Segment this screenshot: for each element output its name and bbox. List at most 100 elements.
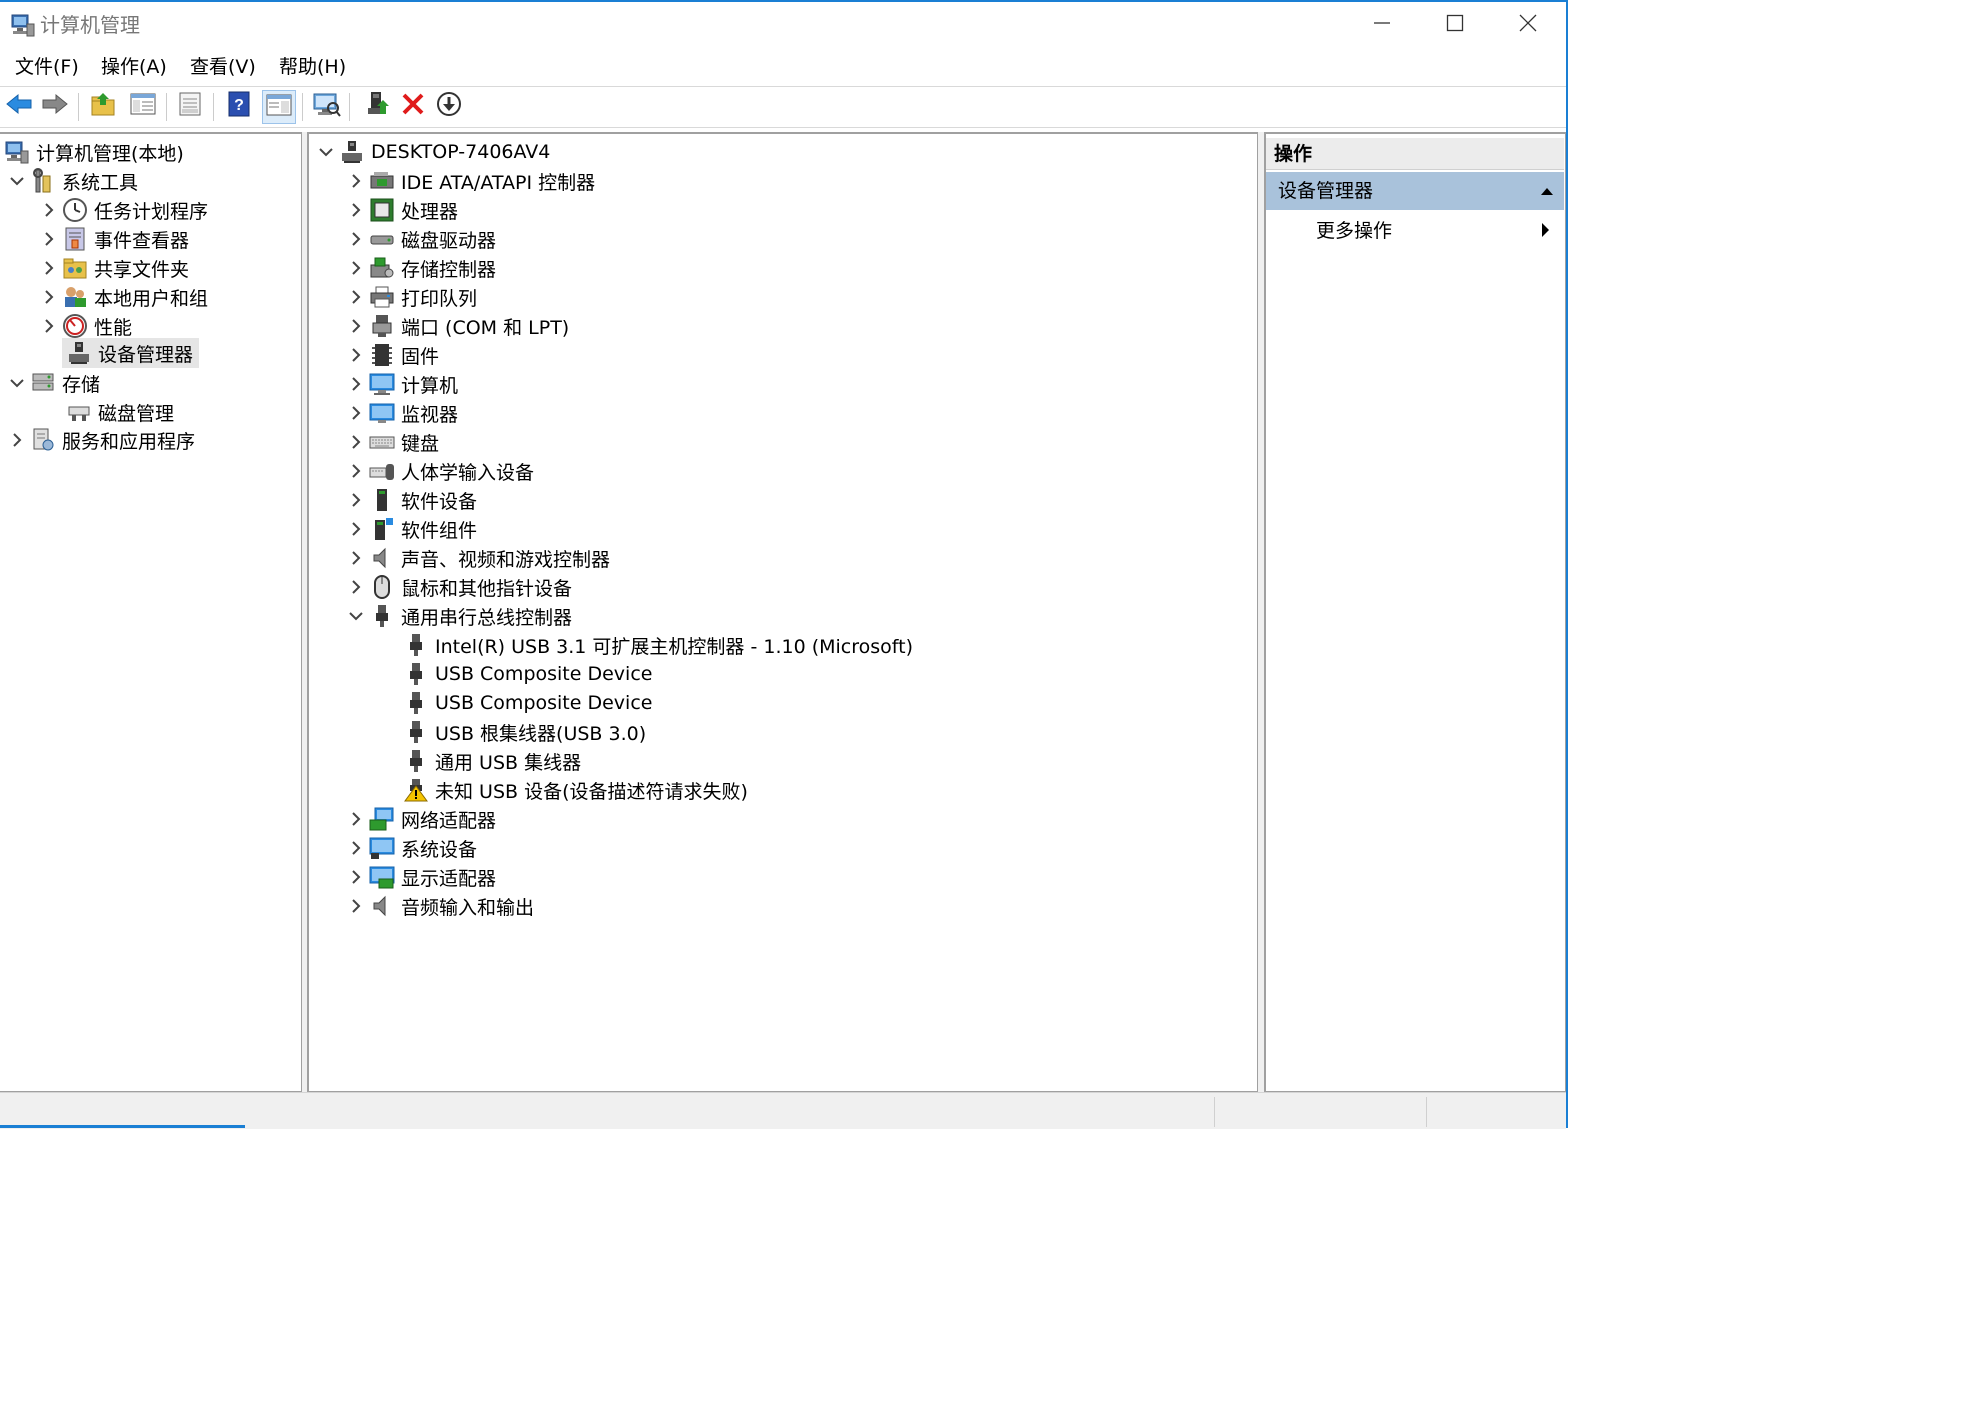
device-category[interactable]: 固件 [347,341,439,369]
chevron-right-icon[interactable] [347,892,365,920]
chevron-down-icon[interactable] [317,138,335,166]
device-category[interactable]: 键盘 [347,428,439,456]
chevron-right-icon[interactable] [40,225,58,253]
forward-button[interactable] [40,91,70,121]
chevron-right-icon[interactable] [347,544,365,572]
device-category[interactable]: 端口 (COM 和 LPT) [347,312,569,340]
device-category[interactable]: 存储控制器 [347,254,496,282]
menu-action[interactable]: 操作(A) [101,56,167,78]
chevron-right-icon[interactable] [347,370,365,398]
chevron-right-icon[interactable] [347,196,365,224]
chevron-down-icon[interactable] [347,602,365,630]
usb-device-item[interactable]: USB Composite Device [399,689,652,717]
chevron-right-icon[interactable] [347,863,365,891]
usb-device-item[interactable]: 通用 USB 集线器 [399,747,581,775]
device-category-usb[interactable]: 通用串行总线控制器 [347,602,572,630]
device-category[interactable]: 系统设备 [347,834,477,862]
up-folder-button[interactable] [88,91,118,121]
tree-item-event-viewer[interactable]: 事件查看器 [40,225,189,253]
chevron-right-icon[interactable] [347,341,365,369]
chevron-right-icon[interactable] [8,426,26,454]
tree-item-local-users-groups[interactable]: 本地用户和组 [40,283,208,311]
device-category[interactable]: 打印队列 [347,283,477,311]
chevron-down-icon[interactable] [8,369,26,397]
chevron-right-icon[interactable] [347,399,365,427]
disable-device-button[interactable] [434,91,464,121]
usb-device-item[interactable]: USB 根集线器(USB 3.0) [399,718,646,746]
tree-item-services-apps[interactable]: 服务和应用程序 [8,426,195,454]
usb-device-item-unknown[interactable]: 未知 USB 设备(设备描述符请求失败) [399,776,748,804]
device-category[interactable]: 计算机 [347,370,458,398]
back-button[interactable] [4,91,34,121]
device-category[interactable]: 声音、视频和游戏控制器 [347,544,610,572]
device-category[interactable]: IDE ATA/ATAPI 控制器 [347,167,595,195]
menu-file[interactable]: 文件(F) [15,56,79,78]
chevron-right-icon[interactable] [347,805,365,833]
maximize-button[interactable] [1419,2,1491,48]
toolbar-separator [78,93,79,121]
show-hide-tree-button[interactable] [128,91,158,121]
chevron-right-icon[interactable] [347,225,365,253]
device-tree-root[interactable]: DESKTOP-7406AV4 [317,138,550,166]
usb-device-item[interactable]: USB Composite Device [399,660,652,688]
tree-item-device-manager[interactable]: 设备管理器 [62,338,200,368]
tree-item-storage[interactable]: 存储 [8,369,100,397]
chevron-right-icon[interactable] [347,834,365,862]
chevron-right-icon[interactable] [347,283,365,311]
device-category[interactable]: 软件设备 [347,486,477,514]
properties-button[interactable] [175,91,205,121]
chevron-down-icon[interactable] [8,167,26,195]
chevron-right-icon[interactable] [347,428,365,456]
chevron-right-icon[interactable] [40,254,58,282]
chevron-right-icon[interactable] [347,515,365,543]
collapse-up-icon[interactable] [1540,172,1554,223]
title-bar[interactable]: 计算机管理 [0,2,1566,48]
device-category[interactable]: 音频输入和输出 [347,892,534,920]
window-top-border [0,0,1568,2]
firmware-icon [369,342,395,368]
device-label: USB Composite Device [435,663,653,685]
device-category[interactable]: 软件组件 [347,515,477,543]
uninstall-button[interactable] [398,91,428,121]
chevron-right-icon[interactable] [347,573,365,601]
tree-item-disk-management[interactable]: 磁盘管理 [62,398,174,426]
splitter-right[interactable] [1258,132,1264,1092]
update-driver-button[interactable] [362,91,392,121]
chevron-right-icon[interactable] [347,312,365,340]
more-actions-item[interactable]: 更多操作 [1316,214,1392,248]
tree-item-task-scheduler[interactable]: 任务计划程序 [40,196,208,224]
chevron-right-icon[interactable] [347,457,365,485]
help-button[interactable]: ? [224,91,254,121]
tree-item-system-tools[interactable]: 系统工具 [8,167,138,195]
show-action-pane-button[interactable] [262,90,296,124]
menu-help[interactable]: 帮助(H) [279,56,347,78]
scan-hardware-button[interactable] [311,91,341,121]
chevron-right-icon[interactable] [347,167,365,195]
device-category[interactable]: 显示适配器 [347,863,496,891]
device-category[interactable]: 磁盘驱动器 [347,225,496,253]
tree-label: 共享文件夹 [94,258,190,281]
tree-item-shared-folders[interactable]: 共享文件夹 [40,254,189,282]
shared-folder-icon [62,255,88,281]
device-category[interactable]: 网络适配器 [347,805,496,833]
menu-view[interactable]: 查看(V) [190,56,256,78]
category-label: 声音、视频和游戏控制器 [401,548,611,571]
chevron-right-icon[interactable] [347,254,365,282]
minimize-button[interactable] [1346,2,1418,48]
chevron-right-icon[interactable] [40,196,58,224]
device-category[interactable]: 处理器 [347,196,458,224]
close-button[interactable] [1492,2,1564,48]
device-category[interactable]: 鼠标和其他指针设备 [347,573,572,601]
chevron-right-icon[interactable] [347,486,365,514]
splitter-left[interactable] [302,132,307,1092]
disk-management-icon [66,399,92,425]
tree-item-performance[interactable]: 性能 [40,312,132,340]
actions-section-device-manager[interactable]: 设备管理器 [1266,172,1564,210]
device-category[interactable]: 监视器 [347,399,458,427]
chevron-right-icon[interactable] [40,283,58,311]
tree-item-computer-management[interactable]: 计算机管理(本地) [4,138,184,166]
category-label: 人体学输入设备 [401,461,535,484]
usb-device-item[interactable]: Intel(R) USB 3.1 可扩展主机控制器 - 1.10 (Micros… [399,631,913,659]
device-category[interactable]: 人体学输入设备 [347,457,534,485]
chevron-right-icon[interactable] [40,312,58,340]
